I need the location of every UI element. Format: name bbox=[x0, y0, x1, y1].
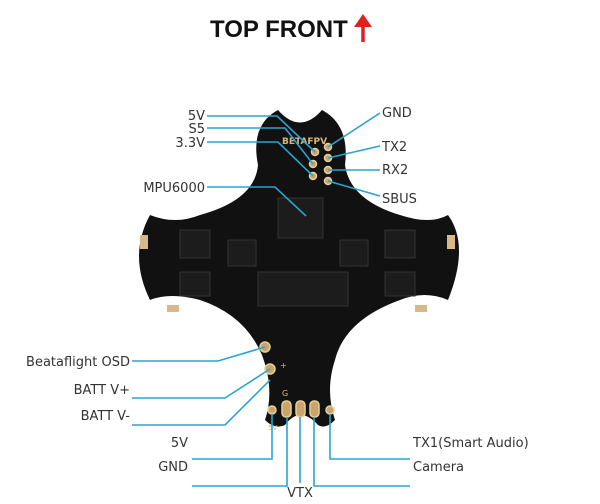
mosfet bbox=[339, 239, 369, 267]
label-osd: Beataflight OSD bbox=[26, 355, 130, 370]
motor-pad bbox=[415, 305, 427, 312]
label-s5: S5 bbox=[188, 122, 205, 137]
up-arrow-icon bbox=[354, 14, 372, 42]
mosfet bbox=[384, 271, 416, 297]
title: TOP FRONT bbox=[210, 16, 348, 43]
label-camera: Camera bbox=[413, 460, 464, 475]
mosfet bbox=[179, 271, 211, 297]
label-rx2: RX2 bbox=[382, 163, 408, 178]
mpu6000-chip bbox=[277, 197, 324, 239]
label-gnd-top: GND bbox=[382, 106, 412, 121]
mosfet bbox=[179, 229, 211, 259]
osd-chip bbox=[257, 271, 349, 307]
label-3v3: 3.3V bbox=[175, 136, 205, 151]
label-batt-minus: BATT V- bbox=[81, 409, 131, 424]
mosfet bbox=[384, 229, 416, 259]
mosfet bbox=[227, 239, 257, 267]
label-vtx: VTX bbox=[287, 486, 313, 501]
label-tx1: TX1(Smart Audio) bbox=[412, 436, 529, 451]
label-tx2: TX2 bbox=[381, 140, 407, 155]
motor-pad bbox=[167, 305, 179, 312]
leader-lines bbox=[132, 112, 410, 487]
g-silkscreen: G bbox=[282, 389, 288, 398]
label-gnd-bottom: GND bbox=[158, 460, 188, 475]
flight-controller-board bbox=[139, 110, 459, 427]
label-sbus: SBUS bbox=[382, 192, 417, 207]
label-batt-plus: BATT V+ bbox=[74, 383, 130, 398]
label-5v-bottom: 5V bbox=[171, 436, 188, 451]
motor-pad bbox=[447, 235, 455, 249]
bottom-pads bbox=[259, 341, 335, 418]
plus-silkscreen: + bbox=[280, 361, 287, 370]
label-5v: 5V bbox=[188, 109, 205, 124]
motor-pad bbox=[140, 235, 148, 249]
label-mpu6000: MPU6000 bbox=[143, 181, 205, 196]
